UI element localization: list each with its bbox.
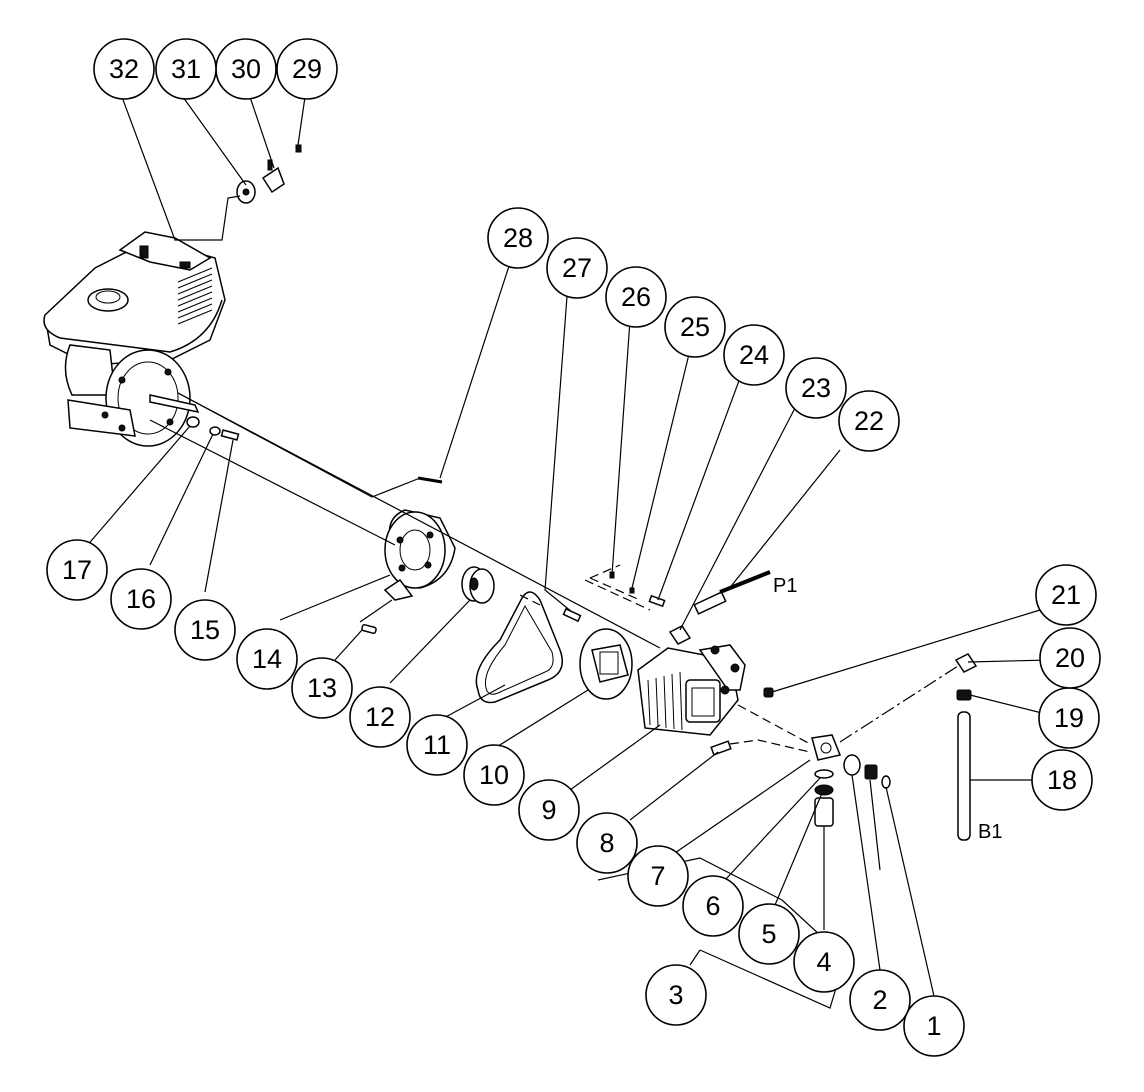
svg-text:12: 12: [365, 702, 395, 732]
svg-text:15: 15: [190, 615, 220, 645]
callout-9: 9: [518, 779, 580, 841]
svg-text:22: 22: [854, 406, 884, 436]
part-6-oring: [814, 769, 834, 779]
part-25-washer: [629, 587, 635, 594]
svg-text:9: 9: [541, 795, 556, 825]
assembly-axis-lines: [149, 392, 959, 753]
callout-17: 17: [46, 539, 108, 601]
callout-8: 8: [576, 812, 638, 874]
label-p1: P1: [773, 575, 797, 597]
callout-31: 31: [155, 38, 217, 100]
svg-text:27: 27: [562, 253, 592, 283]
leader-lines: [84, 96, 1051, 1009]
callout-23: 23: [785, 357, 847, 419]
part-9-pump: [637, 644, 746, 736]
part-23-elbow: [668, 625, 692, 645]
callout-4: 4: [793, 931, 855, 993]
svg-text:1: 1: [926, 1011, 941, 1041]
svg-text:23: 23: [801, 373, 831, 403]
callout-13: 13: [291, 657, 353, 719]
callout-10: 10: [463, 744, 525, 806]
part-11-belt: [475, 591, 563, 704]
svg-text:20: 20: [1055, 643, 1085, 673]
part-18-tube: [957, 711, 971, 841]
svg-text:10: 10: [479, 760, 509, 790]
part-16-washer: [209, 426, 221, 436]
engine: [43, 231, 226, 447]
callout-14: 14: [236, 628, 298, 690]
callout-12: 12: [349, 686, 411, 748]
callout-7: 7: [627, 845, 689, 907]
callout-25: 25: [664, 296, 726, 358]
svg-text:4: 4: [816, 947, 831, 977]
svg-text:8: 8: [599, 828, 614, 858]
part-8-fitting: [710, 740, 732, 756]
part-20-elbow: [954, 653, 978, 673]
svg-text:6: 6: [705, 891, 720, 921]
part-22-hose: [693, 570, 771, 615]
svg-text:5: 5: [761, 919, 776, 949]
callout-27: 27: [546, 237, 608, 299]
svg-text:24: 24: [739, 340, 769, 370]
svg-text:28: 28: [503, 223, 533, 253]
callout-26: 26: [605, 266, 667, 328]
svg-text:13: 13: [307, 673, 337, 703]
part-21-plug: [763, 687, 774, 698]
callout-6: 6: [682, 875, 744, 937]
svg-text:2: 2: [872, 985, 887, 1015]
part-5-nut: [814, 784, 834, 796]
callout-18: 18: [1031, 749, 1093, 811]
part-17-washer: [186, 416, 200, 428]
callout-15: 15: [174, 599, 236, 661]
svg-text:16: 16: [126, 584, 156, 614]
callout-11: 11: [406, 714, 468, 776]
svg-text:21: 21: [1051, 580, 1081, 610]
callout-2: 2: [849, 969, 911, 1031]
callout-21: 21: [1035, 564, 1097, 626]
svg-text:14: 14: [252, 644, 282, 674]
part-29-screw: [295, 144, 302, 153]
callout-24: 24: [723, 324, 785, 386]
callout-5: 5: [738, 903, 800, 965]
svg-text:19: 19: [1054, 703, 1084, 733]
svg-text:18: 18: [1047, 765, 1077, 795]
callout-3: 3: [645, 964, 707, 1026]
svg-text:31: 31: [171, 54, 201, 84]
callout-22: 22: [838, 390, 900, 452]
part-19-nut: [956, 689, 972, 701]
svg-text:32: 32: [109, 54, 139, 84]
part-14-flange: [383, 509, 456, 601]
svg-text:3: 3: [668, 980, 683, 1010]
callout-29: 29: [276, 38, 338, 100]
callout-28: 28: [487, 207, 549, 269]
part-31-plate: [236, 180, 256, 204]
part-1-washer: [881, 775, 891, 789]
svg-text:29: 29: [292, 54, 322, 84]
part-24-bolt: [648, 594, 666, 608]
svg-text:30: 30: [231, 54, 261, 84]
svg-text:17: 17: [62, 555, 92, 585]
label-b1: B1: [978, 821, 1002, 843]
part-28-pin: [417, 476, 443, 484]
svg-text:11: 11: [423, 730, 451, 760]
svg-text:25: 25: [680, 312, 710, 342]
part-30-bracket: [261, 159, 285, 194]
callout-1: 1: [903, 995, 965, 1057]
part-7-tee: [811, 734, 842, 761]
part-15-bolt: [220, 429, 240, 441]
part-13-screw: [361, 623, 377, 635]
callout-19: 19: [1038, 687, 1100, 749]
part-10-pump-flange: [579, 628, 633, 700]
callout-30: 30: [215, 38, 277, 100]
callout-20: 20: [1039, 627, 1101, 689]
part-27-bolt: [562, 607, 582, 623]
callout-32: 32: [93, 38, 155, 100]
svg-text:7: 7: [650, 861, 665, 891]
part-2-fitting: [843, 754, 878, 780]
part-12-pulley: [461, 566, 495, 604]
callout-16: 16: [110, 568, 172, 630]
svg-text:26: 26: [621, 282, 651, 312]
